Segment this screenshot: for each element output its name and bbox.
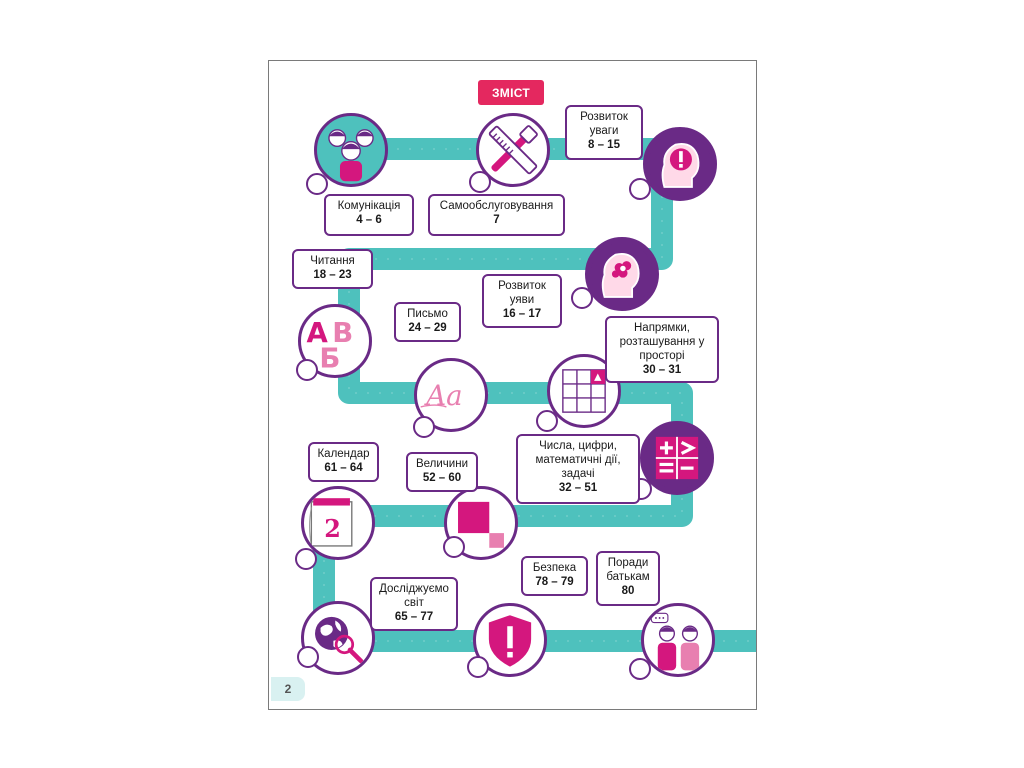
svg-text:Aa: Aa — [423, 380, 462, 412]
check-circle[interactable] — [296, 359, 318, 381]
math-signs-icon — [640, 421, 714, 495]
check-circle[interactable] — [629, 658, 651, 680]
shield-icon — [473, 603, 547, 677]
check-circle[interactable] — [467, 656, 489, 678]
check-circle[interactable] — [413, 416, 435, 438]
check-circle[interactable] — [306, 173, 328, 195]
check-circle[interactable] — [469, 171, 491, 193]
page-title: ЗМІСТ — [478, 80, 544, 105]
parents-icon — [641, 603, 715, 677]
handwriting-icon: Aa — [414, 358, 488, 432]
comb-toothbrush-icon — [476, 113, 550, 187]
calendar-icon: 2 — [301, 486, 375, 560]
svg-text:2: 2 — [324, 515, 341, 543]
check-circle[interactable] — [443, 536, 465, 558]
children-icon — [314, 113, 388, 187]
imagination-head-icon — [585, 237, 659, 311]
check-circle[interactable] — [297, 646, 319, 668]
winding-road — [313, 138, 756, 652]
check-circle[interactable] — [536, 410, 558, 432]
attention-head-icon — [643, 127, 717, 201]
check-circle[interactable] — [295, 548, 317, 570]
check-circle[interactable] — [571, 287, 593, 309]
svg-text:А: А — [307, 317, 329, 349]
svg-text:В: В — [332, 317, 353, 349]
page-number: 2 — [271, 677, 305, 701]
check-circle[interactable] — [629, 178, 651, 200]
svg-text:Б: Б — [319, 343, 340, 375]
